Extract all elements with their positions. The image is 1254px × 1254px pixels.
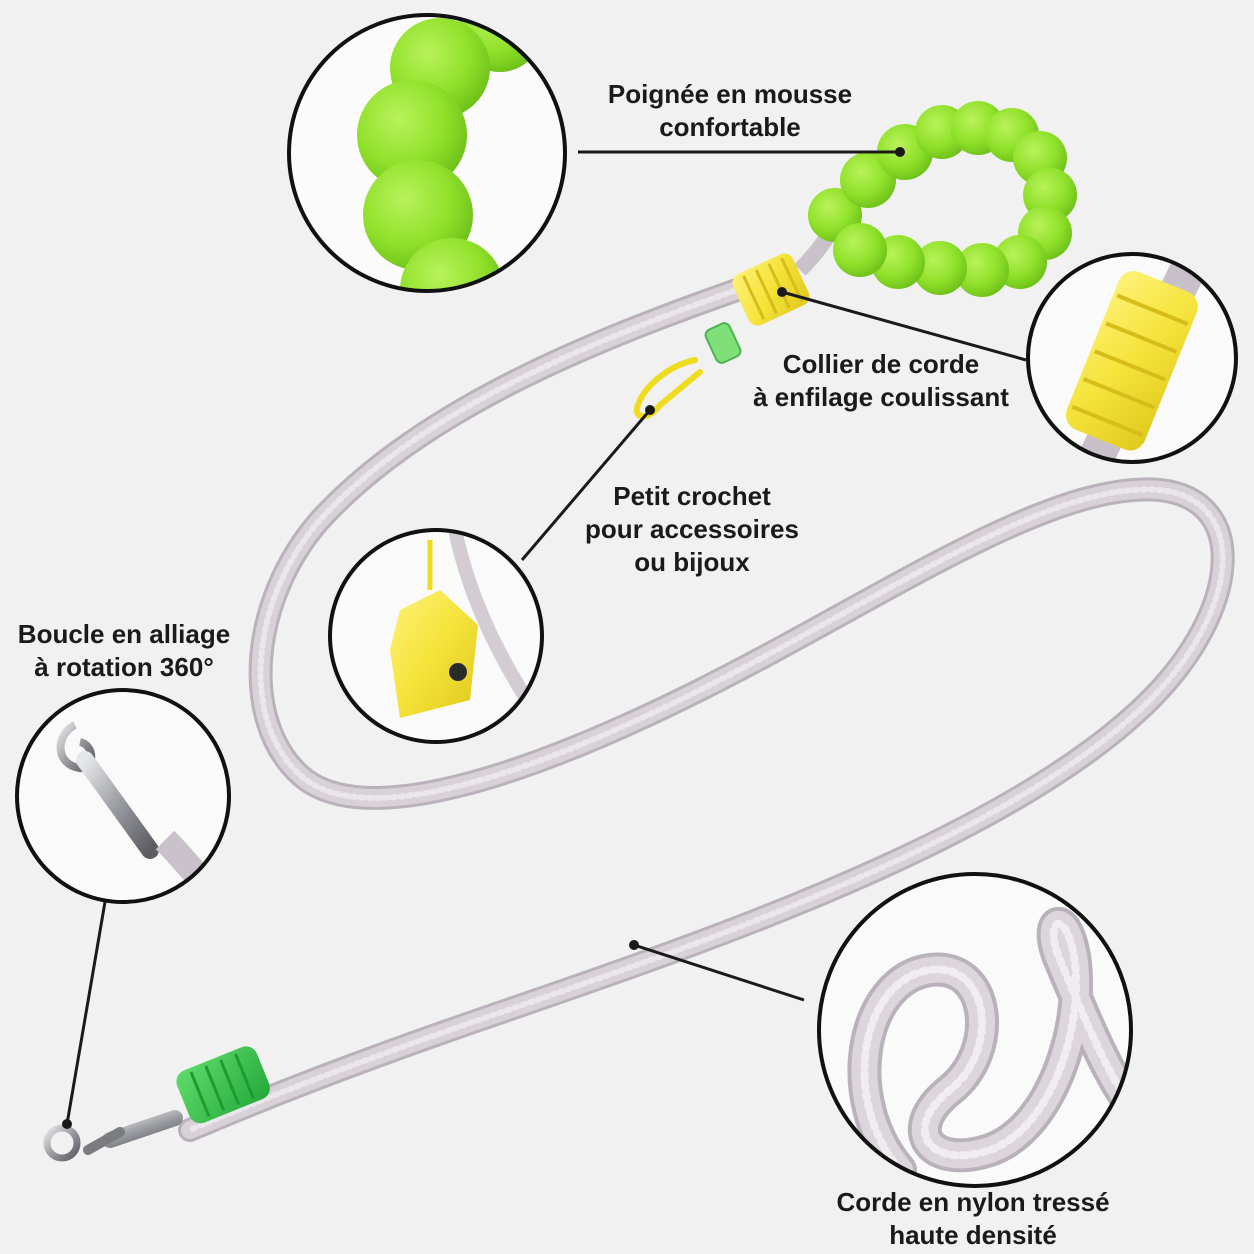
rope-callout-label: Corde en nylon tressé haute densité <box>818 1186 1128 1252</box>
callout-lines <box>62 147 1027 1129</box>
collar-callout-label: Collier de corde à enfilage coulissant <box>750 348 1012 414</box>
accessory-hook <box>633 322 742 420</box>
foam-handle-icon <box>287 13 567 293</box>
buckle-callout-line-1: Boucle en alliage <box>17 619 231 649</box>
handle-callout-label: Poignée en mousse confortable <box>590 78 870 144</box>
end-snap-hook <box>43 1110 183 1162</box>
rope-callout-line-2: haute densité <box>889 1220 1057 1250</box>
hook-callout-line-1: Petit crochet <box>613 481 771 511</box>
hook-callout-label: Petit crochet pour accessoires ou bijoux <box>572 480 812 579</box>
collar-callout-line-2: à enfilage coulissant <box>753 382 1009 412</box>
buckle-callout-line-2: à rotation 360° <box>34 652 214 682</box>
rope-collar-icon <box>1026 252 1238 464</box>
end-collar <box>176 1046 270 1124</box>
rope-callout-line-1: Corde en nylon tressé <box>836 1187 1110 1217</box>
handle-callout-line-2: confortable <box>659 112 801 142</box>
accessory-pouch-icon <box>328 528 544 744</box>
handle-callout-line-1: Poignée en mousse <box>607 79 853 109</box>
buckle-callout-label: Boucle en alliage à rotation 360° <box>10 618 238 684</box>
hook-callout-line-2: pour accessoires <box>585 514 799 544</box>
braided-rope-icon <box>817 872 1133 1188</box>
hook-callout-line-3: ou bijoux <box>634 547 750 577</box>
foam-handle <box>794 101 1077 297</box>
leash-rope <box>178 263 1235 1142</box>
collar-callout-line-1: Collier de corde <box>782 349 980 379</box>
slide-collar <box>732 253 810 326</box>
snap-hook-icon <box>15 688 231 904</box>
